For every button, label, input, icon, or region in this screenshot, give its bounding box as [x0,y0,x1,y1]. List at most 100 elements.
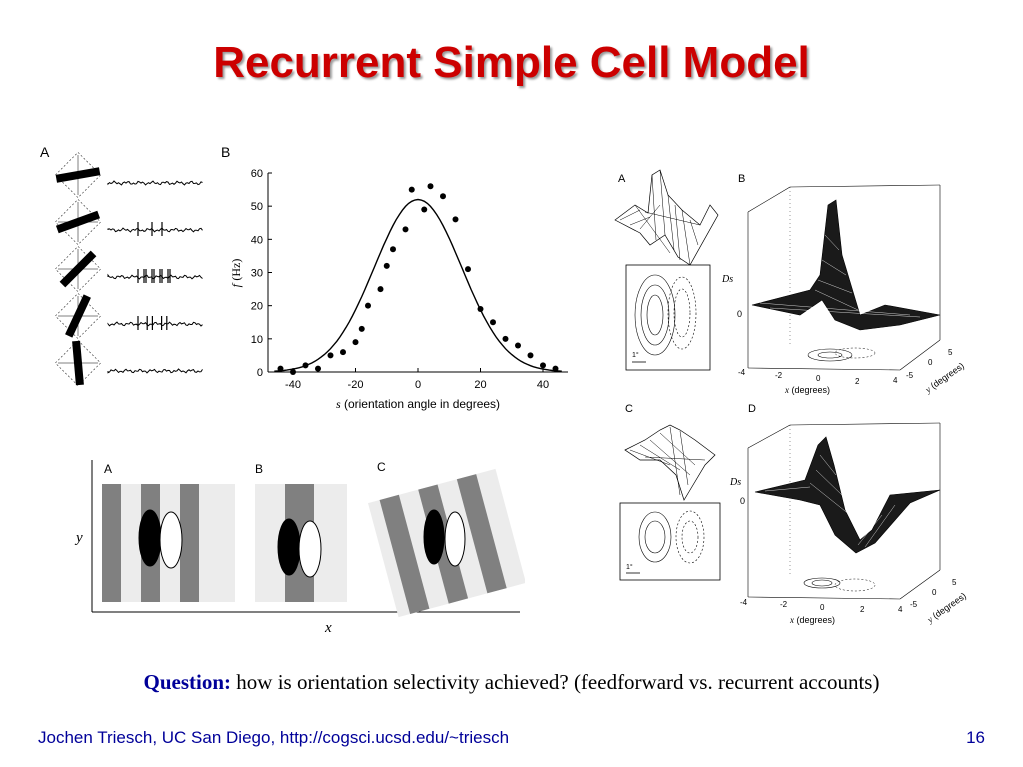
y-tick-b-0: -5 [906,371,914,380]
rf-on-subregion [444,511,466,567]
x-axis-b: x (degrees) [784,385,830,395]
y-tick-d-0: -5 [910,600,918,609]
y-tick-label: 0 [257,367,263,379]
stimulus-a [102,484,235,602]
data-point [290,369,296,375]
x-tick-d-3: 2 [860,605,865,614]
rf-on-subregion [298,520,322,578]
rf-off-subregion [277,518,301,576]
y-tick-d-2: 5 [952,578,957,587]
data-point [440,193,446,200]
y-tick-label: 20 [251,301,263,313]
slide-title: Recurrent Simple Cell Model [213,38,810,87]
z-tick-d: 0 [740,496,745,506]
tuning-chart: 0 10 20 30 40 50 60 -40 -20 0 20 40 s (orientation… [229,168,568,411]
x-tick-label: 0 [415,379,421,391]
x-var-d: x [789,615,794,625]
data-point [408,186,415,193]
data-point [515,342,521,349]
y-unit-b: (degrees) [929,361,966,391]
spike-trains-group [107,180,203,374]
data-point [427,183,434,190]
y-tick-b-1: 0 [928,358,933,367]
data-point [340,349,346,356]
y-tick-b-2: 5 [948,348,953,357]
tuning-figure: A B 0 10 20 30 40 50 60 -40 -20 0 20 40 s (orienta… [40,144,568,411]
data-point [327,352,334,359]
y-axis-var: f [229,282,243,287]
stripe-stimuli-figure: y x A B C [74,460,525,636]
gaussian-fit-curve [274,198,562,372]
rf-label-a: A [618,173,626,185]
rf-label-b: B [738,173,745,185]
y-axis-unit: (Hz) [229,259,243,281]
x-unit-d: (degrees) [797,615,836,625]
x-tick-label: 40 [537,379,549,391]
oriented-bar [55,199,101,245]
data-point [452,216,459,223]
y-tick-label: 40 [251,234,263,246]
question-line: Question: how is orientation selectivity… [0,670,1023,695]
rf-label-d: D [748,403,756,415]
data-point [302,362,309,369]
footer-author: Jochen Triesch, UC San Diego, http://cog… [38,728,510,747]
y-tick-label: 60 [251,168,263,180]
spike-train-trace [107,227,203,233]
x-var-b: x [784,385,789,395]
data-point [552,365,559,372]
y-tick-d-1: 0 [932,588,937,597]
question-text: how is orientation selectivity achieved?… [236,670,880,694]
oriented-bar [55,152,101,198]
data-point [490,319,496,326]
surface-box-d: Ds 0 -4 -2 0 2 4 x (degrees) -5 0 5 y (d… [729,422,968,625]
z-tick-b: 0 [737,309,742,319]
data-point [465,266,471,273]
rf-off-subregion [138,509,162,567]
x-tick-d-0: -4 [740,598,748,607]
stimulus-y-label: y [74,530,83,546]
y-tick-label: 10 [251,334,263,346]
x-tick-b-2: 0 [816,374,821,383]
data-point [502,335,509,342]
x-tick-label: -20 [348,379,364,391]
x-tick-d-4: 4 [898,605,903,614]
x-tick-d-2: 0 [820,603,825,612]
data-point [390,246,396,253]
stimulus-label-c: C [377,460,386,474]
spike-train-trace [107,368,203,374]
y-tick-label: 30 [251,268,263,280]
x-axis-label: s (orientation angle in degrees) [336,397,500,411]
z-label-b: Ds [721,274,733,285]
x-unit-b: (degrees) [792,385,831,395]
data-point [540,362,546,369]
panel-a-label: A [40,144,50,160]
data-point [477,305,484,312]
stimulus-label-b: B [255,462,263,476]
y-var-d: y [925,614,935,625]
contour-map-a: 1° [625,264,711,371]
data-point [402,226,409,233]
rf-label-c: C [625,403,633,415]
x-tick-b-4: 4 [893,376,898,385]
y-tick-label: 50 [251,201,263,213]
oriented-bar [55,340,101,386]
data-point [352,339,359,346]
rf-on-subregion [159,511,183,569]
x-tick-b-0: -4 [738,368,746,377]
oriented-bars-group [55,152,101,386]
scale-label-a: 1° [632,351,639,359]
chart-panel-label: B [221,144,230,160]
contour-map-c: 1° [619,502,721,581]
y-ticks: 0 10 20 30 40 50 60 [251,168,272,379]
data-point [365,302,371,309]
rf-off-subregion [423,509,445,565]
data-point [527,352,534,359]
page-number: 16 [966,728,985,747]
y-var-b: y [923,384,933,395]
x-tick-b-1: -2 [775,371,783,380]
receptive-field-surfaces: A 1° B Ds 0 -4 -2 0 2 4 x (degrees) - [614,169,968,625]
stimulus-x-label: x [324,620,332,636]
x-tick-label: -40 [285,379,301,391]
spike-train-trace [107,180,203,186]
